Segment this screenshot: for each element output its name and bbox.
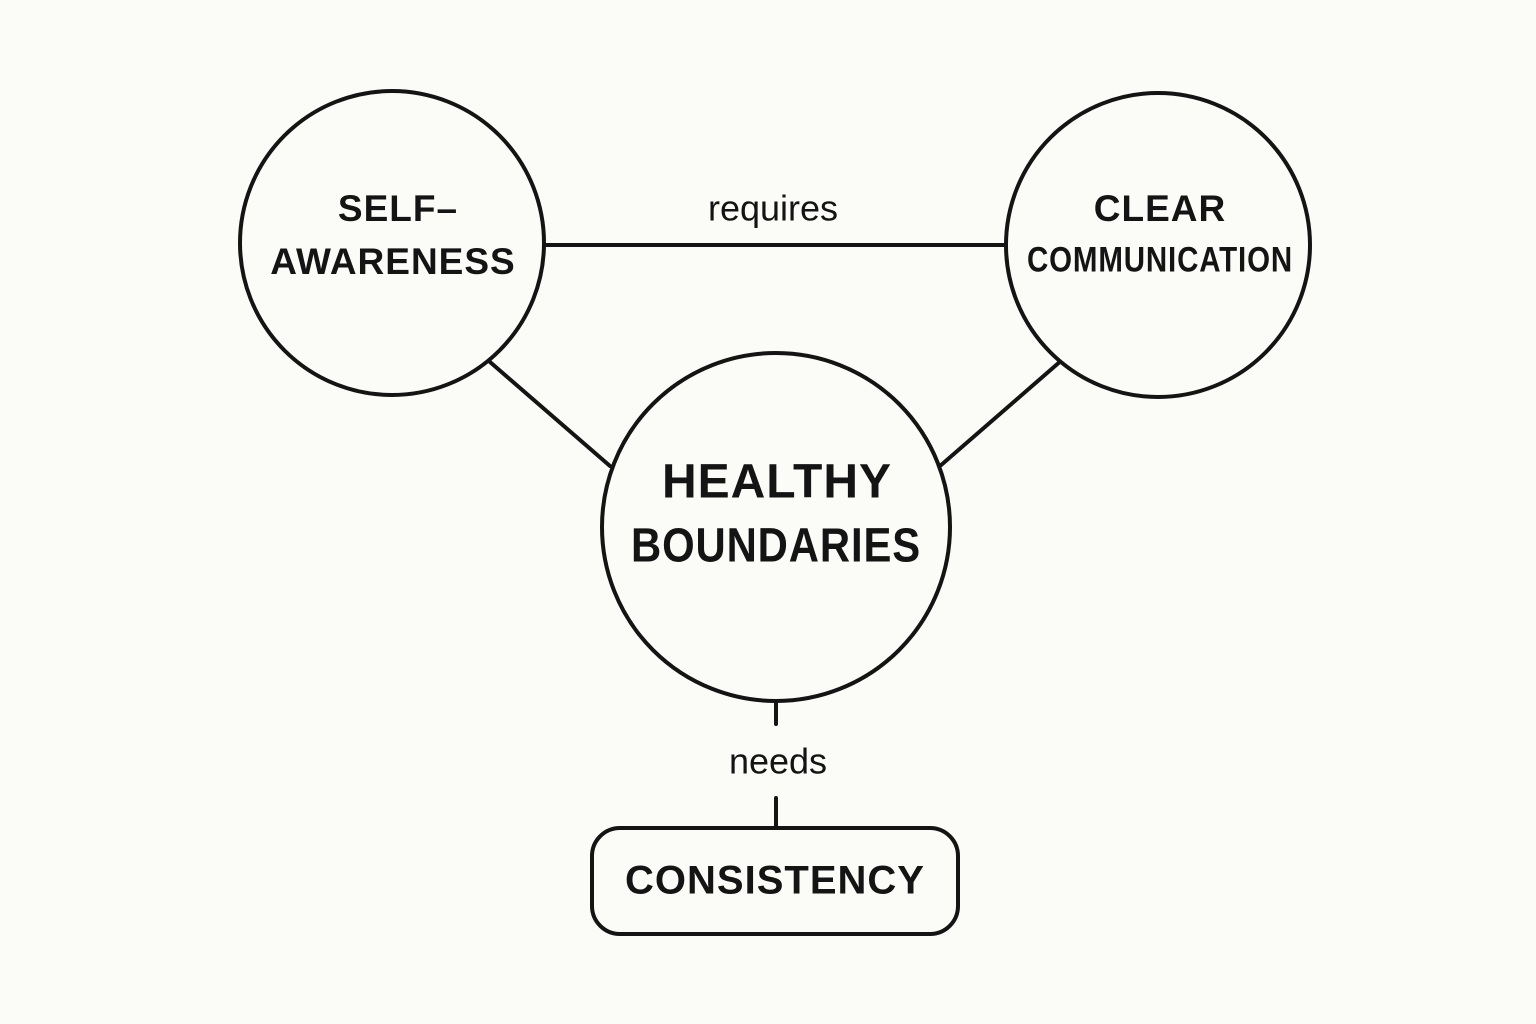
edge-self-awareness-healthy-boundaries <box>488 360 612 468</box>
node-self-awareness-label-line2: AWARENESS <box>270 241 515 282</box>
node-consistency-box <box>590 826 960 936</box>
node-self-awareness: SELF– AWARENESS <box>238 89 546 397</box>
node-healthy-boundaries: HEALTHY BOUNDARIES <box>600 351 952 703</box>
node-clear-communication-circle <box>1004 91 1312 399</box>
node-consistency-label: CONSISTENCY <box>625 859 925 903</box>
edge-clear-communication-healthy-boundaries <box>938 358 1064 468</box>
node-clear-communication: CLEAR COMMUNICATION <box>1004 91 1312 399</box>
node-consistency: CONSISTENCY <box>590 826 960 936</box>
node-self-awareness-circle <box>238 89 546 397</box>
edge-label-requires: requires <box>708 188 838 229</box>
edge-label-needs: needs <box>729 741 827 782</box>
node-self-awareness-label-line1: SELF– <box>338 188 458 229</box>
node-healthy-boundaries-label-line2: BOUNDARIES <box>631 520 921 573</box>
node-healthy-boundaries-label-line1: HEALTHY <box>662 456 892 509</box>
node-clear-communication-label-line2: COMMUNICATION <box>1027 240 1293 279</box>
node-clear-communication-label-line1: CLEAR <box>1094 188 1226 229</box>
node-healthy-boundaries-circle <box>600 351 952 703</box>
